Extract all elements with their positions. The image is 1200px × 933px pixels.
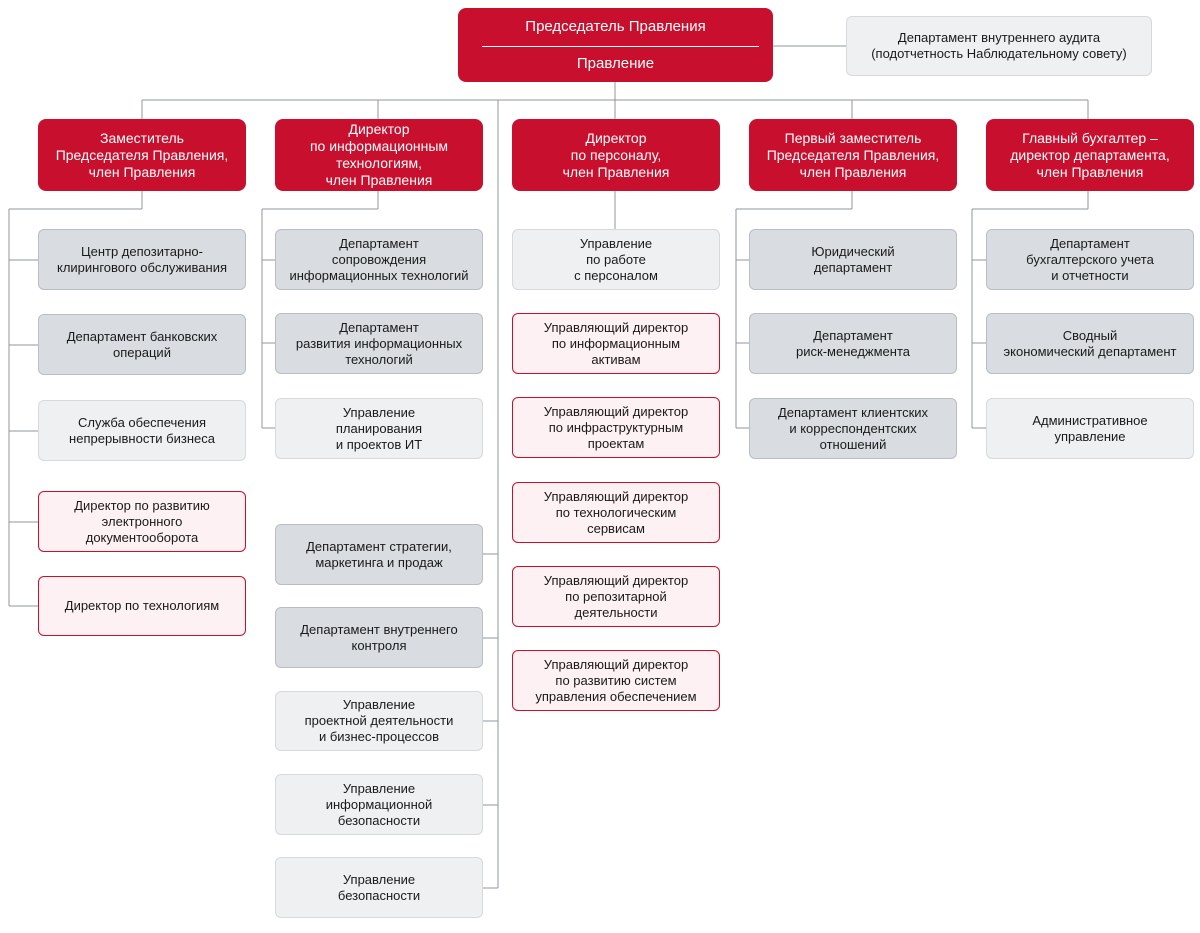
column-head-hr-director: Директор по персоналу, член Правления [512,119,720,191]
divider [482,46,759,47]
org-unit: Управление по работе с персоналом [512,229,720,290]
org-unit: Управляющий директор по информационным а… [512,313,720,374]
chairman-board-box: Председатель Правления Правление [458,8,773,82]
org-unit: Департамент развития информационных техн… [275,313,483,374]
column-head-chief-accountant: Главный бухгалтер – директор департамент… [986,119,1194,191]
org-unit: Департамент клиентских и корреспондентск… [749,398,957,459]
org-unit: Административное управление [986,398,1194,459]
org-unit: Управление информационной безопасности [275,774,483,835]
column-head-first-deputy: Первый заместитель Председателя Правлени… [749,119,957,191]
org-unit: Департамент сопровождения информационных… [275,229,483,290]
org-unit: Управление безопасности [275,857,483,918]
org-unit: Управляющий директор по инфраструктурным… [512,397,720,458]
internal-audit-box: Департамент внутреннего аудита (подотчет… [846,16,1152,76]
org-unit: Управляющий директор по развитию систем … [512,650,720,711]
org-unit: Управляющий директор по репозитарной дея… [512,566,720,627]
org-unit: Юридический департамент [749,229,957,290]
org-unit: Департамент внутреннего контроля [275,607,483,668]
org-unit: Управляющий директор по технологическим … [512,482,720,543]
org-unit: Департамент риск-менеджмента [749,313,957,374]
column-head-deputy-chairman: Заместитель Председателя Правления, член… [38,119,246,191]
org-unit: Департамент бухгалтерского учета и отчет… [986,229,1194,290]
org-unit: Служба обеспечения непрерывности бизнеса [38,400,246,461]
chairman-title: Председатель Правления [525,18,706,35]
column-head-it-director: Директор по информационным технологиям, … [275,119,483,191]
org-unit: Директор по технологиям [38,576,246,636]
org-unit: Центр депозитарно- клирингового обслужив… [38,229,246,290]
org-unit: Департамент стратегии, маркетинга и прод… [275,524,483,585]
org-unit: Управление проектной деятельности и бизн… [275,691,483,751]
org-unit: Департамент банковских операций [38,314,246,375]
board-title: Правление [576,55,655,72]
org-unit: Управление планирования и проектов ИТ [275,398,483,459]
org-unit: Сводный экономический департамент [986,313,1194,374]
org-unit: Директор по развитию электронного докуме… [38,491,246,552]
